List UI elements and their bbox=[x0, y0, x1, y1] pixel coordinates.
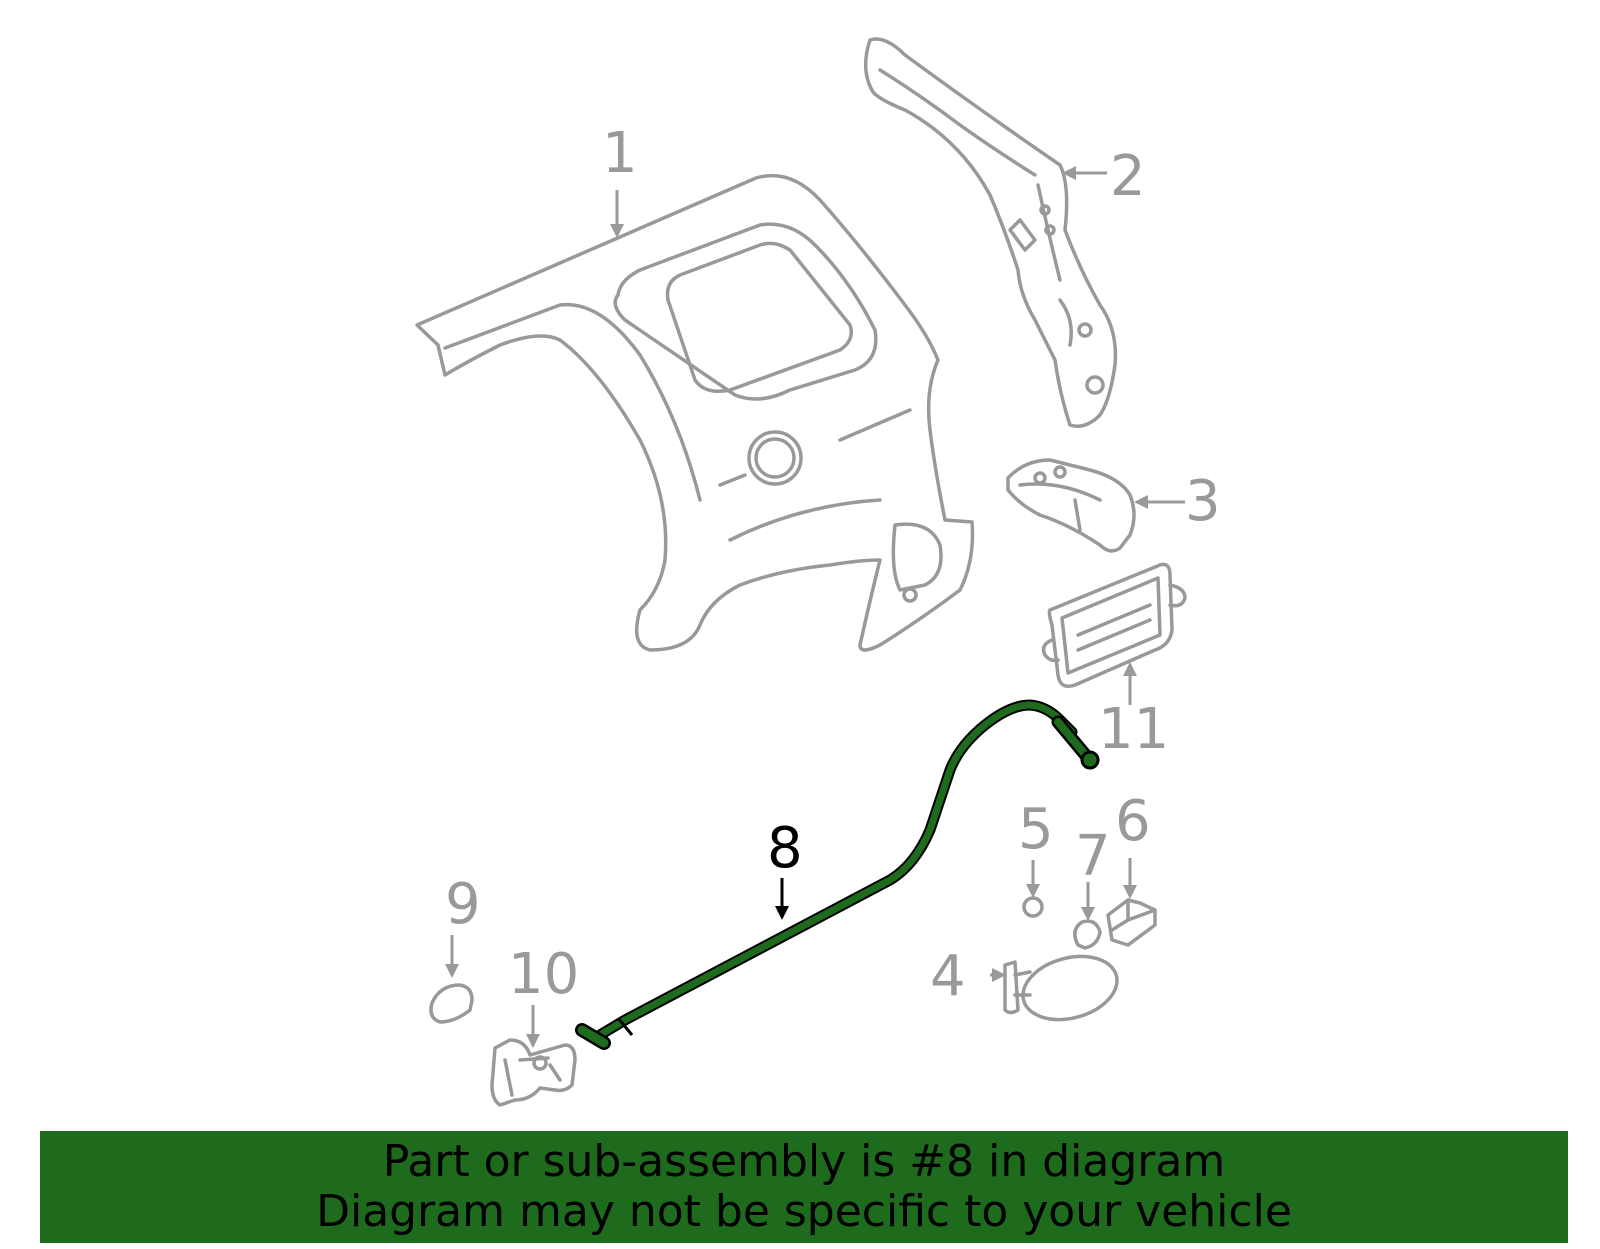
part-4-fuel-door bbox=[1003, 954, 1119, 1022]
callout-5: 5 bbox=[1018, 797, 1054, 862]
info-banner: Part or sub-assembly is #8 in diagram Di… bbox=[40, 1131, 1568, 1243]
part-8-opener-cable bbox=[575, 699, 1100, 1050]
callout-2: 2 bbox=[1110, 144, 1146, 209]
callout-1: 1 bbox=[602, 121, 638, 186]
callout-4: 4 bbox=[930, 944, 966, 1009]
part-11-housing bbox=[1041, 562, 1187, 688]
callout-8: 8 bbox=[767, 816, 803, 881]
callout-10: 10 bbox=[508, 942, 579, 1007]
part-6-bracket bbox=[1106, 898, 1157, 947]
callout-3: 3 bbox=[1185, 469, 1221, 534]
callout-6: 6 bbox=[1115, 789, 1151, 854]
callout-7: 7 bbox=[1075, 824, 1111, 889]
callout-9: 9 bbox=[445, 872, 481, 937]
part-9-cap bbox=[429, 983, 474, 1024]
part-5-clip bbox=[1022, 896, 1044, 918]
callout-arrows bbox=[445, 166, 1185, 1048]
callout-11: 11 bbox=[1098, 697, 1169, 762]
part-7-grommet bbox=[1073, 919, 1102, 950]
part-3-bracket bbox=[1006, 458, 1136, 553]
banner-line-2: Diagram may not be specific to your vehi… bbox=[316, 1186, 1292, 1237]
part-2-pillar bbox=[863, 37, 1118, 428]
part-1-quarter-panel bbox=[415, 173, 975, 652]
part-10-actuator bbox=[490, 1038, 577, 1107]
callout-labels: 1 2 3 4 5 6 7 8 9 10 11 bbox=[445, 121, 1221, 1009]
banner-line-1: Part or sub-assembly is #8 in diagram bbox=[382, 1136, 1226, 1187]
